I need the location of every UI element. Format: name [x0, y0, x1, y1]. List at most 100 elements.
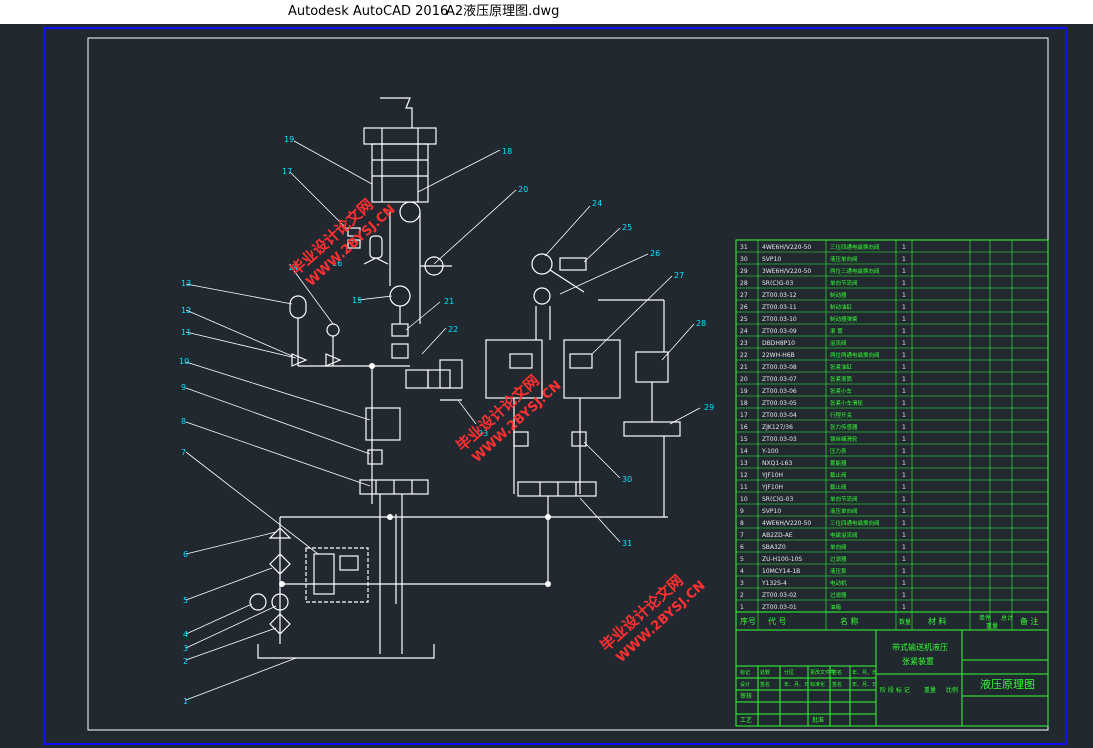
parts-cell-code: ZT00.03-11 — [762, 304, 797, 311]
title-bar: Autodesk AutoCAD 2016 A2液压原理图.dwg — [0, 0, 1093, 24]
parts-cell-qty: 1 — [902, 304, 906, 311]
parts-cell-name: 三位四通电磁换向阀 — [830, 519, 880, 527]
parts-cell-name: 过滤器 — [830, 591, 847, 599]
callout-18: 18 — [502, 147, 512, 156]
parts-cell-name: 单向节流阀 — [830, 495, 858, 503]
parts-cell-code: ZT00.03-03 — [762, 436, 797, 443]
callout-9: 9 — [181, 383, 186, 392]
parts-cell-name: 电磁溢流阀 — [830, 531, 858, 539]
hdr-unit-weight: 单件 — [979, 614, 991, 622]
callout-13: 13 — [181, 279, 191, 288]
stage-mark: 阶 段 标 记 — [880, 686, 910, 694]
drawing-name: 液压原理图 — [980, 677, 1035, 691]
parts-cell-code: SVP10 — [762, 256, 781, 263]
parts-cell-name: 张力传感器 — [830, 423, 858, 431]
parts-cell-qty: 1 — [902, 328, 906, 335]
stage-scale: 比例 — [946, 686, 958, 694]
parts-cell-code: ZT00.03-01 — [762, 604, 797, 611]
parts-cell-no: 7 — [740, 532, 744, 539]
callout-17: 17 — [282, 167, 292, 176]
parts-cell-code: SR(C)G-03 — [762, 496, 793, 503]
parts-cell-qty: 1 — [902, 604, 906, 611]
parts-cell-name: 截止阀 — [830, 471, 847, 479]
callout-1: 1 — [183, 697, 188, 706]
parts-cell-no: 2 — [740, 592, 744, 599]
callout-2: 2 — [183, 657, 188, 666]
callout-10: 10 — [179, 357, 189, 366]
parts-cell-qty: 1 — [902, 472, 906, 479]
parts-cell-name: 张紧油缸 — [830, 363, 853, 371]
parts-cell-code: ZT00.03-02 — [762, 592, 797, 599]
parts-cell-qty: 1 — [902, 508, 906, 515]
design-title-1: 带式输送机液压 — [892, 642, 948, 652]
leader-lines — [185, 140, 701, 701]
parts-cell-name: 单向阀 — [830, 543, 847, 551]
parts-cell-code: SVP10 — [762, 508, 781, 515]
parts-cell-code: ZT00.03-07 — [762, 376, 797, 383]
parts-cell-qty: 1 — [902, 268, 906, 275]
parts-cell-name: 压力表 — [830, 447, 847, 455]
parts-cell-code: ZT00.03-05 — [762, 400, 797, 407]
parts-cell-qty: 1 — [902, 280, 906, 287]
parts-cell-code: AB2ZD-AE — [762, 532, 793, 539]
parts-cell-no: 18 — [740, 400, 748, 407]
parts-cell-name: 液压泵 — [830, 567, 847, 575]
hdr-material: 材 料 — [928, 616, 947, 626]
parts-cell-qty: 1 — [902, 580, 906, 587]
callout-31: 31 — [622, 539, 632, 548]
parts-cell-code: ZT00.03-10 — [762, 316, 797, 323]
parts-cell-name: 截止阀 — [830, 483, 847, 491]
title-block-row-marks-cell: 标记 — [740, 669, 750, 676]
parts-cell-no: 1 — [740, 604, 744, 611]
callout-21: 21 — [444, 297, 454, 306]
parts-cell-code: Y-100 — [761, 448, 779, 455]
parts-cell-no: 13 — [740, 460, 748, 467]
parts-cell-code: DBDH8P10 — [762, 340, 795, 347]
callout-26: 26 — [650, 249, 660, 258]
parts-cell-qty: 1 — [902, 568, 906, 575]
layout-border — [43, 27, 1067, 745]
parts-cell-qty: 1 — [902, 364, 906, 371]
callout-27: 27 — [674, 271, 684, 280]
parts-cell-qty: 1 — [902, 484, 906, 491]
app-title: Autodesk AutoCAD 2016 — [288, 4, 449, 19]
parts-cell-no: 10 — [740, 496, 748, 503]
callout-25: 25 — [622, 223, 632, 232]
parts-cell-name: 制动器弹簧 — [830, 315, 858, 323]
callout-28: 28 — [696, 319, 706, 328]
parts-cell-name: 制动油缸 — [830, 303, 853, 311]
hdr-weight: 重量 — [986, 622, 998, 630]
parts-cell-code: ZT00.03-04 — [762, 412, 797, 419]
file-name: A2液压原理图.dwg — [446, 4, 560, 19]
hdr-name: 名 称 — [840, 616, 859, 626]
parts-cell-qty: 1 — [902, 556, 906, 563]
design-title-2: 张紧装置 — [902, 656, 934, 666]
callout-numbers: 1 2 3 4 5 6 7 8 9 10 11 12 13 14 15 16 1… — [179, 135, 714, 706]
parts-cell-qty: 1 — [902, 412, 906, 419]
parts-cell-no: 20 — [740, 376, 748, 383]
parts-cell-no: 6 — [740, 544, 744, 551]
parts-cell-qty: 1 — [902, 316, 906, 323]
parts-cell-no: 27 — [740, 292, 748, 299]
drawing-svg[interactable]: 1 2 3 4 5 6 7 8 9 10 11 12 13 14 15 16 1… — [0, 24, 1093, 748]
callout-30: 30 — [622, 475, 632, 484]
parts-cell-qty: 1 — [902, 448, 906, 455]
parts-cell-name: 张紧小车滑轮 — [830, 399, 864, 407]
parts-cell-code: ZT00.03-12 — [762, 292, 797, 299]
parts-cell-qty: 1 — [902, 460, 906, 467]
title-block-row-design-cell: 年、月、日 — [852, 681, 877, 688]
callout-15: 15 — [352, 296, 362, 305]
parts-cell-no: 5 — [740, 556, 744, 563]
parts-cell-qty: 1 — [902, 532, 906, 539]
parts-cell-no: 24 — [740, 328, 748, 335]
parts-cell-code: ZT00.03-06 — [762, 388, 797, 395]
title-block-row-design-cell: 签名 — [760, 681, 770, 688]
parts-cell-name: 过滤器 — [830, 555, 847, 563]
parts-cell-code: ZT00.03-09 — [762, 328, 797, 335]
parts-cell-no: 8 — [740, 520, 744, 527]
callout-11: 11 — [181, 328, 191, 337]
parts-cell-qty: 1 — [902, 352, 906, 359]
parts-cell-name: 制动器 — [830, 291, 847, 299]
drawing-canvas[interactable]: 1 2 3 4 5 6 7 8 9 10 11 12 13 14 15 16 1… — [0, 24, 1093, 748]
review-label: 审核 — [740, 692, 752, 700]
